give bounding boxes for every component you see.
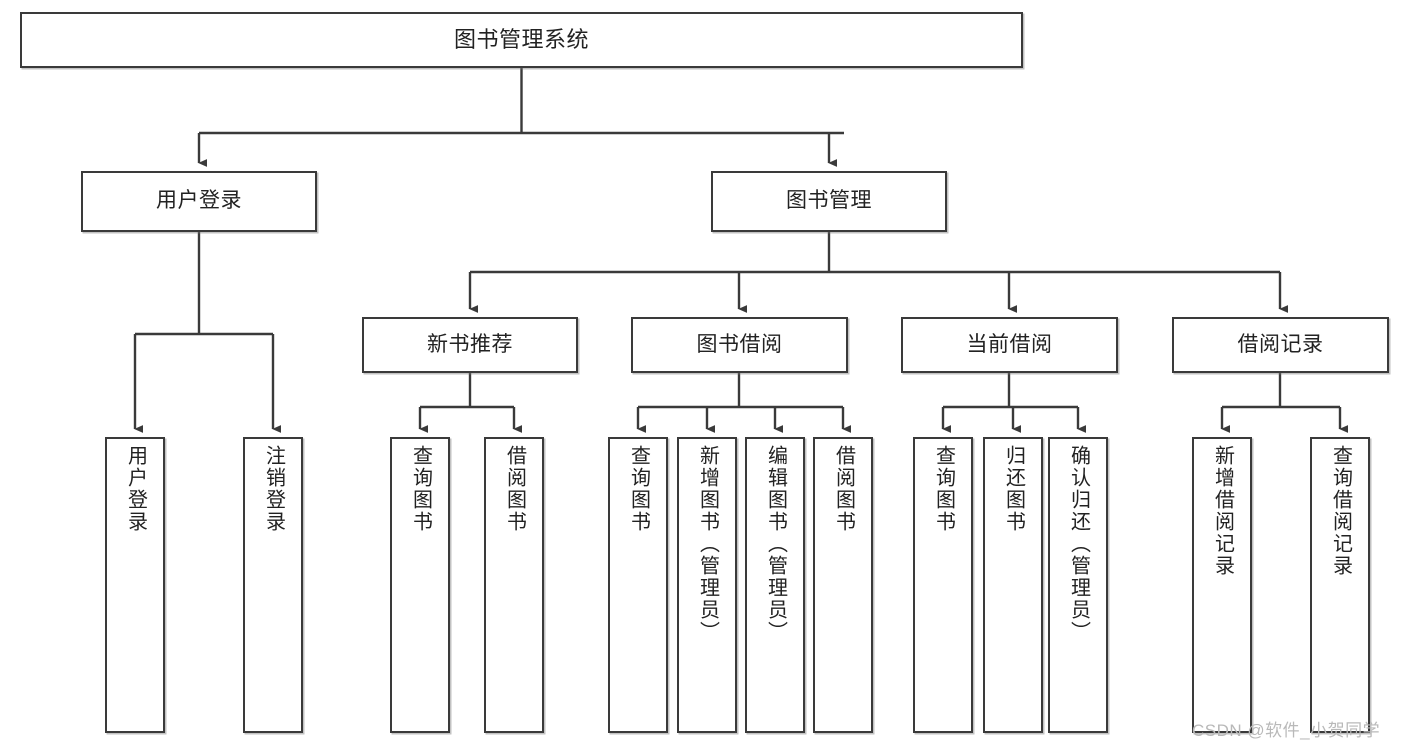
leaf-borrow-books-label: 借阅图书: [832, 445, 855, 533]
node-borrow-record-label: 借阅记录: [1237, 332, 1324, 356]
leaf-query-borrow-record[interactable]: 查询借阅记录: [1310, 437, 1370, 733]
leaf-user-login-label: 用户登录: [124, 445, 147, 533]
leaf-add-book-admin[interactable]: 新增图书（管理员）: [677, 437, 737, 733]
node-new-book-recommend[interactable]: 新书推荐: [362, 317, 578, 373]
node-current-borrow[interactable]: 当前借阅: [901, 317, 1118, 373]
leaf-return-books-label: 归还图书: [1002, 445, 1025, 533]
leaf-newbook-query-books-label: 查询图书: [409, 445, 432, 533]
leaf-edit-book-admin[interactable]: 编辑图书（管理员）: [745, 437, 805, 733]
leaf-newbook-query-books[interactable]: 查询图书: [390, 437, 450, 733]
leaf-logout-label: 注销登录: [262, 445, 285, 533]
leaf-add-borrow-record-label: 新增借阅记录: [1211, 445, 1234, 577]
leaf-newbook-borrow-books[interactable]: 借阅图书: [484, 437, 544, 733]
leaf-edit-book-admin-label: 编辑图书（管理员）: [764, 445, 787, 643]
leaf-confirm-return-admin-label: 确认归还（管理员）: [1067, 445, 1090, 643]
node-current-borrow-label: 当前借阅: [966, 332, 1053, 356]
node-book-borrow[interactable]: 图书借阅: [631, 317, 848, 373]
node-new-book-recommend-label: 新书推荐: [427, 332, 513, 356]
leaf-add-borrow-record[interactable]: 新增借阅记录: [1192, 437, 1252, 733]
node-root-label: 图书管理系统: [453, 27, 589, 53]
node-book-management[interactable]: 图书管理: [711, 171, 947, 232]
leaf-current-query-books[interactable]: 查询图书: [913, 437, 973, 733]
node-book-management-label: 图书管理: [786, 189, 872, 213]
leaf-borrow-books[interactable]: 借阅图书: [813, 437, 873, 733]
node-user-login-label: 用户登录: [156, 189, 242, 213]
leaf-user-login[interactable]: 用户登录: [105, 437, 165, 733]
leaf-current-query-books-label: 查询图书: [932, 445, 955, 533]
node-borrow-record[interactable]: 借阅记录: [1172, 317, 1389, 373]
node-user-login[interactable]: 用户登录: [81, 171, 317, 232]
leaf-confirm-return-admin[interactable]: 确认归还（管理员）: [1048, 437, 1108, 733]
watermark: CSDN @软件_小贺同学: [1192, 721, 1381, 740]
leaf-query-borrow-record-label: 查询借阅记录: [1329, 445, 1352, 577]
leaf-logout[interactable]: 注销登录: [243, 437, 303, 733]
leaf-borrow-query-books[interactable]: 查询图书: [608, 437, 668, 733]
leaf-return-books[interactable]: 归还图书: [983, 437, 1043, 733]
leaf-borrow-query-books-label: 查询图书: [627, 445, 650, 533]
leaf-newbook-borrow-books-label: 借阅图书: [503, 445, 526, 533]
node-root[interactable]: 图书管理系统: [20, 12, 1023, 68]
leaf-add-book-admin-label: 新增图书（管理员）: [696, 445, 719, 643]
node-book-borrow-label: 图书借阅: [696, 332, 783, 356]
